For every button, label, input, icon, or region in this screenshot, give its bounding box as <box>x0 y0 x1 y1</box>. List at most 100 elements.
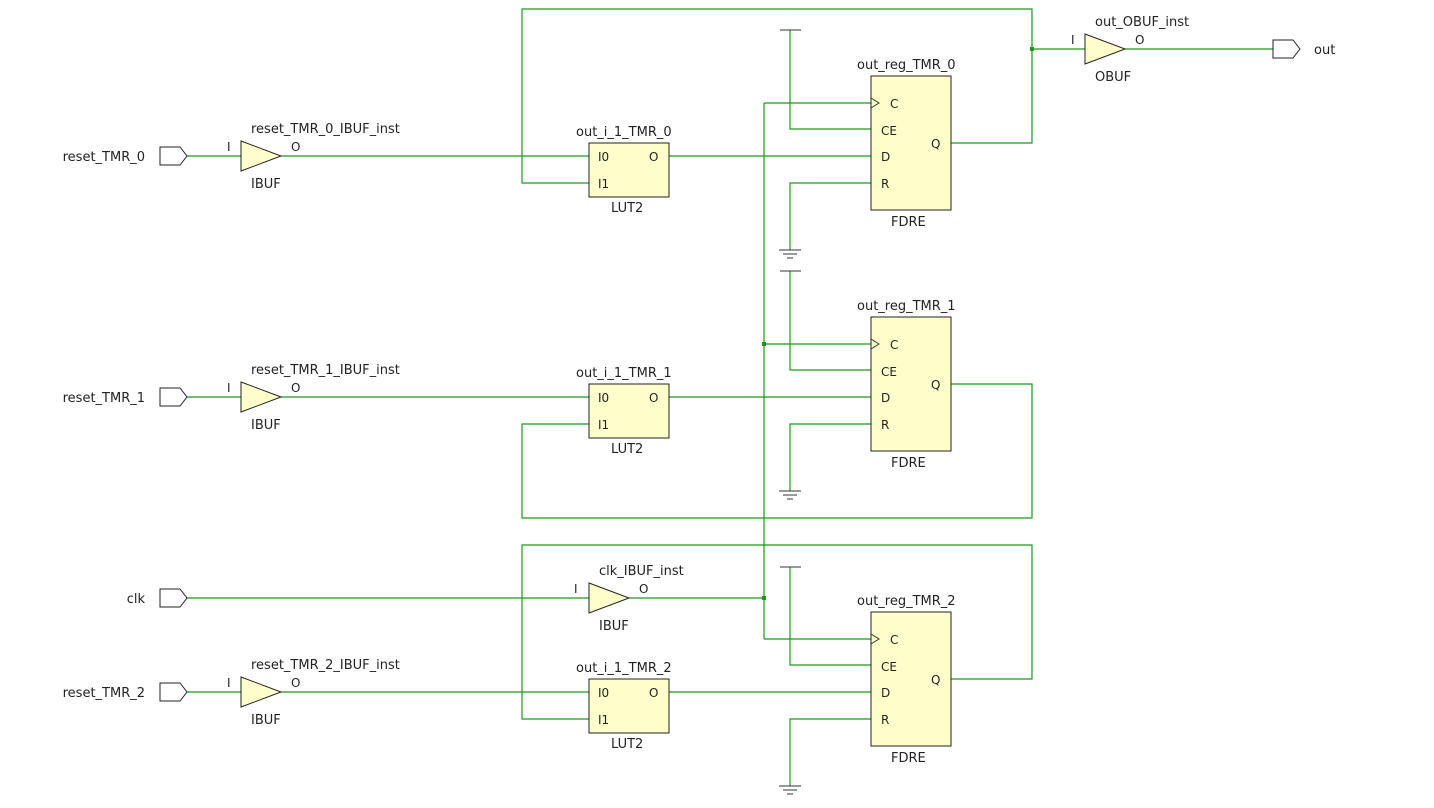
cell-type-reg0: FDRE <box>891 215 926 230</box>
wires <box>187 8 1273 786</box>
pin-reg0-q: Q <box>931 137 940 151</box>
cell-type-reg1: FDRE <box>891 456 926 471</box>
reg-out-reg-tmr0[interactable]: out_reg_TMR_0 FDRE C CE D R Q <box>857 58 956 230</box>
junction-clk-2 <box>762 596 766 600</box>
cell-type-lut2: LUT2 <box>611 737 643 752</box>
cell-name-reset-tmr2-ibuf: reset_TMR_2_IBUF_inst <box>251 658 400 673</box>
pin-reset-tmr2-ibuf-o: O <box>291 676 300 690</box>
cell-type-reset-tmr1-ibuf: IBUF <box>251 418 281 433</box>
port-label-reset-tmr0: reset_TMR_0 <box>63 150 145 165</box>
pin-reg0-r: R <box>881 177 889 191</box>
clock-marker-reg2 <box>870 633 880 645</box>
port-reset-tmr0[interactable]: reset_TMR_0 <box>63 146 188 166</box>
pin-reg1-q: Q <box>931 378 940 392</box>
clk-ibuf[interactable]: clk_IBUF_inst IBUF I O <box>574 564 684 634</box>
pin-clk-ibuf-o: O <box>639 582 648 596</box>
net-r0[interactable] <box>789 182 871 250</box>
cell-name-lut2: out_i_1_TMR_2 <box>576 661 672 676</box>
cell-type-reset-tmr2-ibuf: IBUF <box>251 713 281 728</box>
pin-reset-tmr1-ibuf-o: O <box>291 381 300 395</box>
cell-name-out-obuf: out_OBUF_inst <box>1095 15 1189 30</box>
pin-reg1-ce: CE <box>881 365 897 379</box>
pin-reg0-d: D <box>881 150 890 164</box>
net-ce2[interactable] <box>789 567 871 666</box>
pin-reset-tmr2-ibuf-i: I <box>227 676 231 690</box>
cell-name-reset-tmr0-ibuf: reset_TMR_0_IBUF_inst <box>251 122 400 137</box>
junction-q0 <box>1030 47 1034 51</box>
pin-reg2-q: Q <box>931 673 940 687</box>
pin-reset-tmr0-ibuf-i: I <box>227 140 231 154</box>
junction-clk-1 <box>762 342 766 346</box>
pin-lut1-i0: I0 <box>598 391 609 405</box>
junctions <box>762 47 1034 600</box>
pin-reg0-ce: CE <box>881 124 897 138</box>
lut-out-i-1-tmr1[interactable]: out_i_1_TMR_1 LUT2 I0 I1 O <box>576 366 672 457</box>
pin-lut1-i1: I1 <box>598 418 609 432</box>
port-reset-tmr1[interactable]: reset_TMR_1 <box>63 387 188 407</box>
pin-lut0-o: O <box>649 150 658 164</box>
reset-tmr2-ibuf[interactable]: reset_TMR_2_IBUF_inst IBUF I O <box>227 658 400 728</box>
port-clk[interactable]: clk <box>127 588 188 608</box>
port-label-reset-tmr1: reset_TMR_1 <box>63 391 145 406</box>
net-q2-feedback[interactable] <box>521 544 1033 720</box>
cell-type-lut1: LUT2 <box>611 442 643 457</box>
clock-marker-reg0 <box>870 97 880 109</box>
cell-name-lut0: out_i_1_TMR_0 <box>576 125 672 140</box>
pin-reg0-c: C <box>890 97 898 111</box>
pin-lut2-i0: I0 <box>598 686 609 700</box>
cell-type-clk-ibuf: IBUF <box>599 619 629 634</box>
pin-reset-tmr0-ibuf-o: O <box>291 140 300 154</box>
cell-type-out-obuf: OBUF <box>1095 70 1131 85</box>
lut-out-i-1-tmr0[interactable]: out_i_1_TMR_0 LUT2 I0 I1 O <box>576 125 672 216</box>
power-symbols <box>779 29 801 795</box>
port-out[interactable]: out <box>1272 39 1335 59</box>
gnd-symbol-1 <box>779 490 801 500</box>
lut-out-i-1-tmr2[interactable]: out_i_1_TMR_2 LUT2 I0 I1 O <box>576 661 672 752</box>
port-label-out: out <box>1314 43 1335 58</box>
gnd-symbol-0 <box>779 249 801 259</box>
pin-reg1-c: C <box>890 338 898 352</box>
pin-lut0-i1: I1 <box>598 177 609 191</box>
out-obuf[interactable]: out_OBUF_inst OBUF I O <box>1071 15 1189 85</box>
gnd-symbol-2 <box>779 785 801 795</box>
port-label-reset-tmr2: reset_TMR_2 <box>63 686 145 701</box>
cell-name-reset-tmr1-ibuf: reset_TMR_1_IBUF_inst <box>251 363 400 378</box>
pin-clk-ibuf-i: I <box>574 582 578 596</box>
reg-out-reg-tmr2[interactable]: out_reg_TMR_2 FDRE C CE D R Q <box>857 594 956 766</box>
net-r2[interactable] <box>789 718 871 786</box>
net-ce0[interactable] <box>789 30 871 130</box>
cell-type-lut0: LUT2 <box>611 201 643 216</box>
pin-reg2-c: C <box>890 633 898 647</box>
reset-tmr1-ibuf[interactable]: reset_TMR_1_IBUF_inst IBUF I O <box>227 363 400 433</box>
net-q0-out[interactable] <box>521 8 1085 184</box>
reset-tmr0-ibuf[interactable]: reset_TMR_0_IBUF_inst IBUF I O <box>227 122 400 192</box>
clock-marker-reg1 <box>870 338 880 350</box>
pin-lut2-o: O <box>649 686 658 700</box>
cell-type-reset-tmr0-ibuf: IBUF <box>251 177 281 192</box>
pin-out-obuf-i: I <box>1071 33 1075 47</box>
reg-out-reg-tmr1[interactable]: out_reg_TMR_1 FDRE C CE D R Q <box>857 299 956 471</box>
pin-lut2-i1: I1 <box>598 713 609 727</box>
cell-name-lut1: out_i_1_TMR_1 <box>576 366 672 381</box>
cell-name-reg0: out_reg_TMR_0 <box>857 58 956 73</box>
pin-reg2-ce: CE <box>881 660 897 674</box>
pin-lut1-o: O <box>649 391 658 405</box>
pin-reg1-r: R <box>881 418 889 432</box>
pin-reg2-d: D <box>881 686 890 700</box>
pin-lut0-i0: I0 <box>598 150 609 164</box>
port-label-clk: clk <box>127 592 146 607</box>
net-q1-feedback[interactable] <box>521 383 1033 519</box>
cell-name-reg2: out_reg_TMR_2 <box>857 594 956 609</box>
net-r1[interactable] <box>789 423 871 491</box>
net-clk-bufg[interactable] <box>629 102 871 640</box>
pin-reset-tmr1-ibuf-i: I <box>227 381 231 395</box>
port-reset-tmr2[interactable]: reset_TMR_2 <box>63 682 188 702</box>
cell-name-reg1: out_reg_TMR_1 <box>857 299 956 314</box>
net-ce1[interactable] <box>789 271 871 371</box>
pin-reg1-d: D <box>881 391 890 405</box>
cell-name-clk-ibuf: clk_IBUF_inst <box>599 564 684 579</box>
pin-out-obuf-o: O <box>1135 33 1144 47</box>
cell-type-reg2: FDRE <box>891 751 926 766</box>
pin-reg2-r: R <box>881 713 889 727</box>
